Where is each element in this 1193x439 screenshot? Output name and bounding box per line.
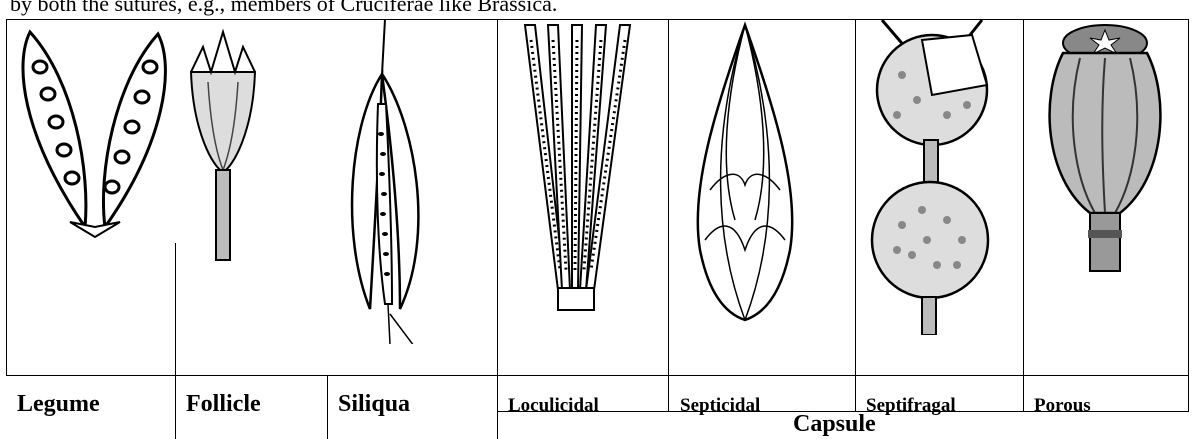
col-divider-3	[497, 19, 498, 439]
porous-illustration	[1035, 18, 1175, 273]
follicle-label: Follicle	[186, 391, 261, 418]
col-divider-4	[668, 19, 669, 411]
loculicidal-label: Loculicidal	[508, 395, 599, 417]
col-divider-6	[1023, 19, 1024, 411]
legume-label: Legume	[17, 391, 100, 418]
table-right-border	[1188, 19, 1189, 411]
septifragal-label: Septifragal	[866, 395, 956, 417]
legume-illustration	[10, 22, 180, 247]
septicidal-illustration	[680, 20, 810, 330]
loculicidal-illustration	[510, 20, 645, 340]
col-divider-5	[855, 19, 856, 411]
siliqua-label: Siliqua	[338, 391, 410, 418]
septifragal-illustration	[862, 15, 1002, 335]
siliqua-illustration	[330, 14, 460, 344]
septicidal-label: Septicidal	[680, 395, 760, 417]
porous-label: Porous	[1034, 395, 1091, 417]
col-divider-1	[175, 243, 176, 439]
table-row-divider	[6, 375, 1189, 376]
follicle-illustration	[183, 22, 263, 277]
table-left-border	[6, 19, 7, 375]
col-divider-2	[327, 375, 328, 439]
intro-text: by both the sutures, e.g., members of Cr…	[10, 0, 557, 17]
capsule-label: Capsule	[793, 411, 876, 438]
